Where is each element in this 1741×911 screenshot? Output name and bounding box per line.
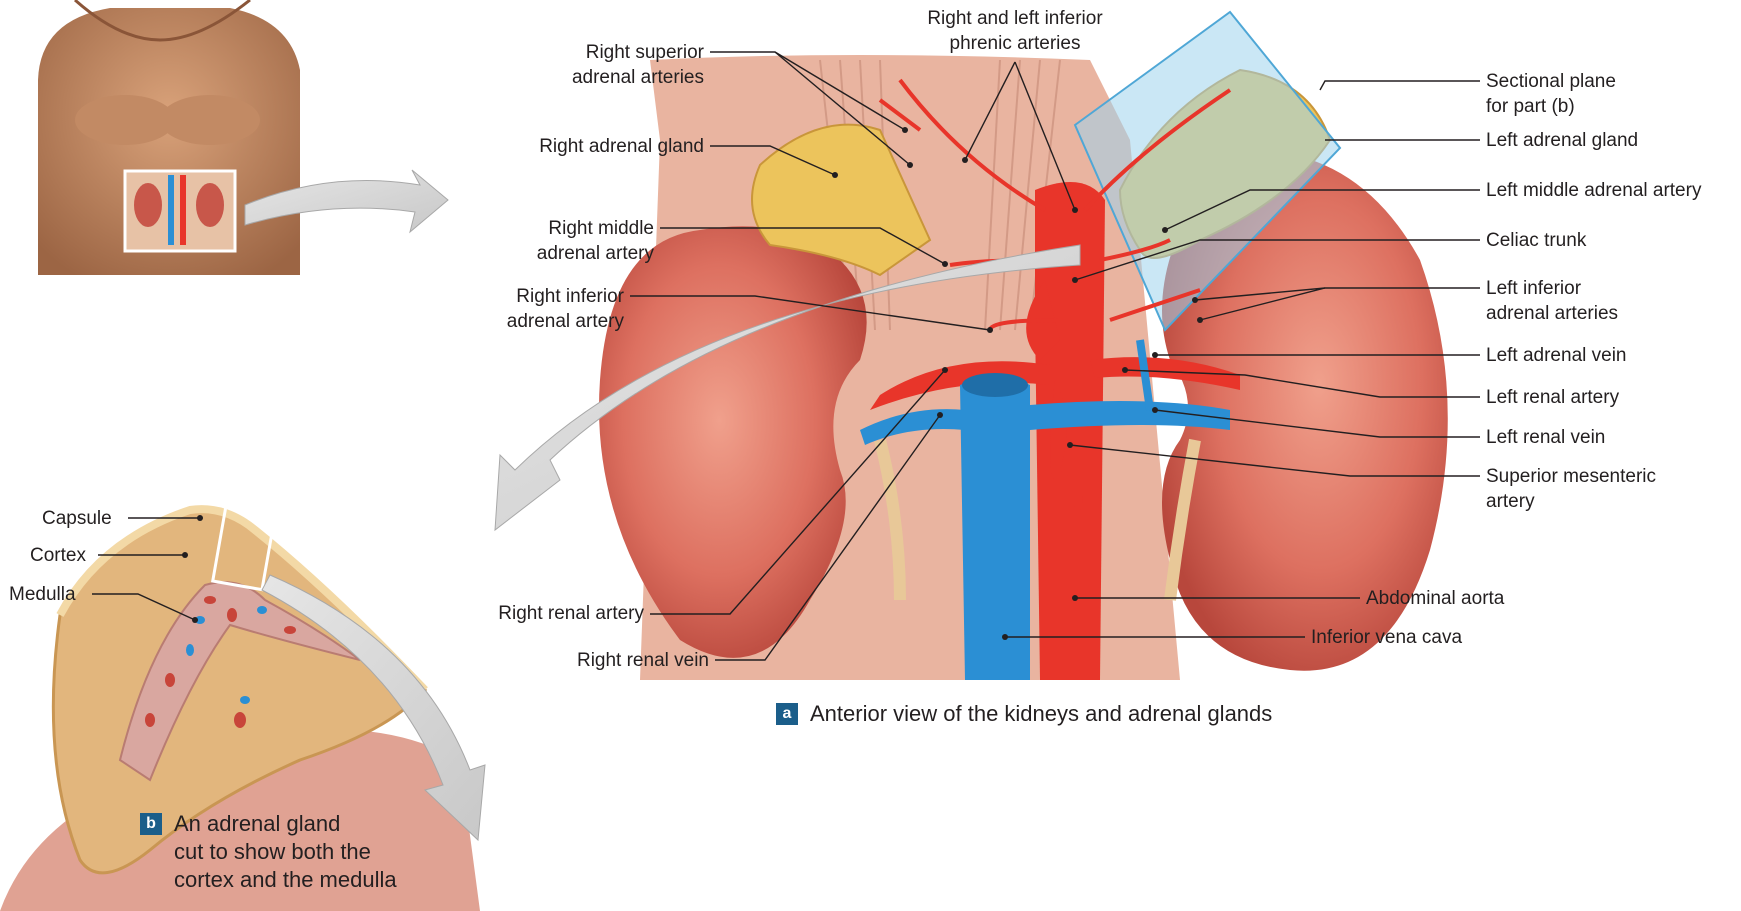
label-capsule: Capsule xyxy=(42,506,112,531)
main-figure xyxy=(599,12,1448,680)
label-left-adrenal-gland: Left adrenal gland xyxy=(1486,128,1638,153)
label-left-renal-artery: Left renal artery xyxy=(1486,385,1619,410)
label-cortex: Cortex xyxy=(30,543,86,568)
label-medulla: Medulla xyxy=(9,582,76,607)
label-celiac-trunk: Celiac trunk xyxy=(1486,228,1586,253)
label-right-middle-adrenal-artery: Right middle adrenal artery xyxy=(450,216,654,266)
label-abdominal-aorta: Abdominal aorta xyxy=(1366,586,1504,611)
caption-b: b An adrenal gland cut to show both the … xyxy=(140,810,397,894)
caption-a: a Anterior view of the kidneys and adren… xyxy=(776,700,1272,728)
label-superior-mesenteric-artery: Superior mesenteric artery xyxy=(1486,464,1656,514)
label-right-inferior-adrenal-artery: Right inferior adrenal artery xyxy=(420,284,624,334)
label-left-adrenal-vein: Left adrenal vein xyxy=(1486,343,1627,368)
label-left-renal-vein: Left renal vein xyxy=(1486,425,1605,450)
caption-a-text: Anterior view of the kidneys and adrenal… xyxy=(810,700,1272,728)
label-sectional-plane: Sectional plane for part (b) xyxy=(1486,69,1616,119)
caption-b-text: An adrenal gland cut to show both the co… xyxy=(174,810,397,894)
label-left-inferior-adrenal-arteries: Left inferior adrenal arteries xyxy=(1486,276,1618,326)
label-left-middle-adrenal-artery: Left middle adrenal artery xyxy=(1486,178,1701,203)
label-phrenic-arteries: Right and left inferior phrenic arteries xyxy=(880,6,1150,56)
label-right-superior-adrenal-arteries: Right superior adrenal arteries xyxy=(480,40,704,90)
torso-thumbnail xyxy=(38,0,300,275)
inferior-vena-cava xyxy=(960,378,1030,681)
caption-b-badge: b xyxy=(140,813,162,835)
caption-a-badge: a xyxy=(776,703,798,725)
label-right-renal-artery: Right renal artery xyxy=(420,601,644,626)
label-inferior-vena-cava: Inferior vena cava xyxy=(1311,625,1462,650)
label-right-adrenal-gland: Right adrenal gland xyxy=(440,134,704,159)
label-right-renal-vein: Right renal vein xyxy=(480,648,709,673)
